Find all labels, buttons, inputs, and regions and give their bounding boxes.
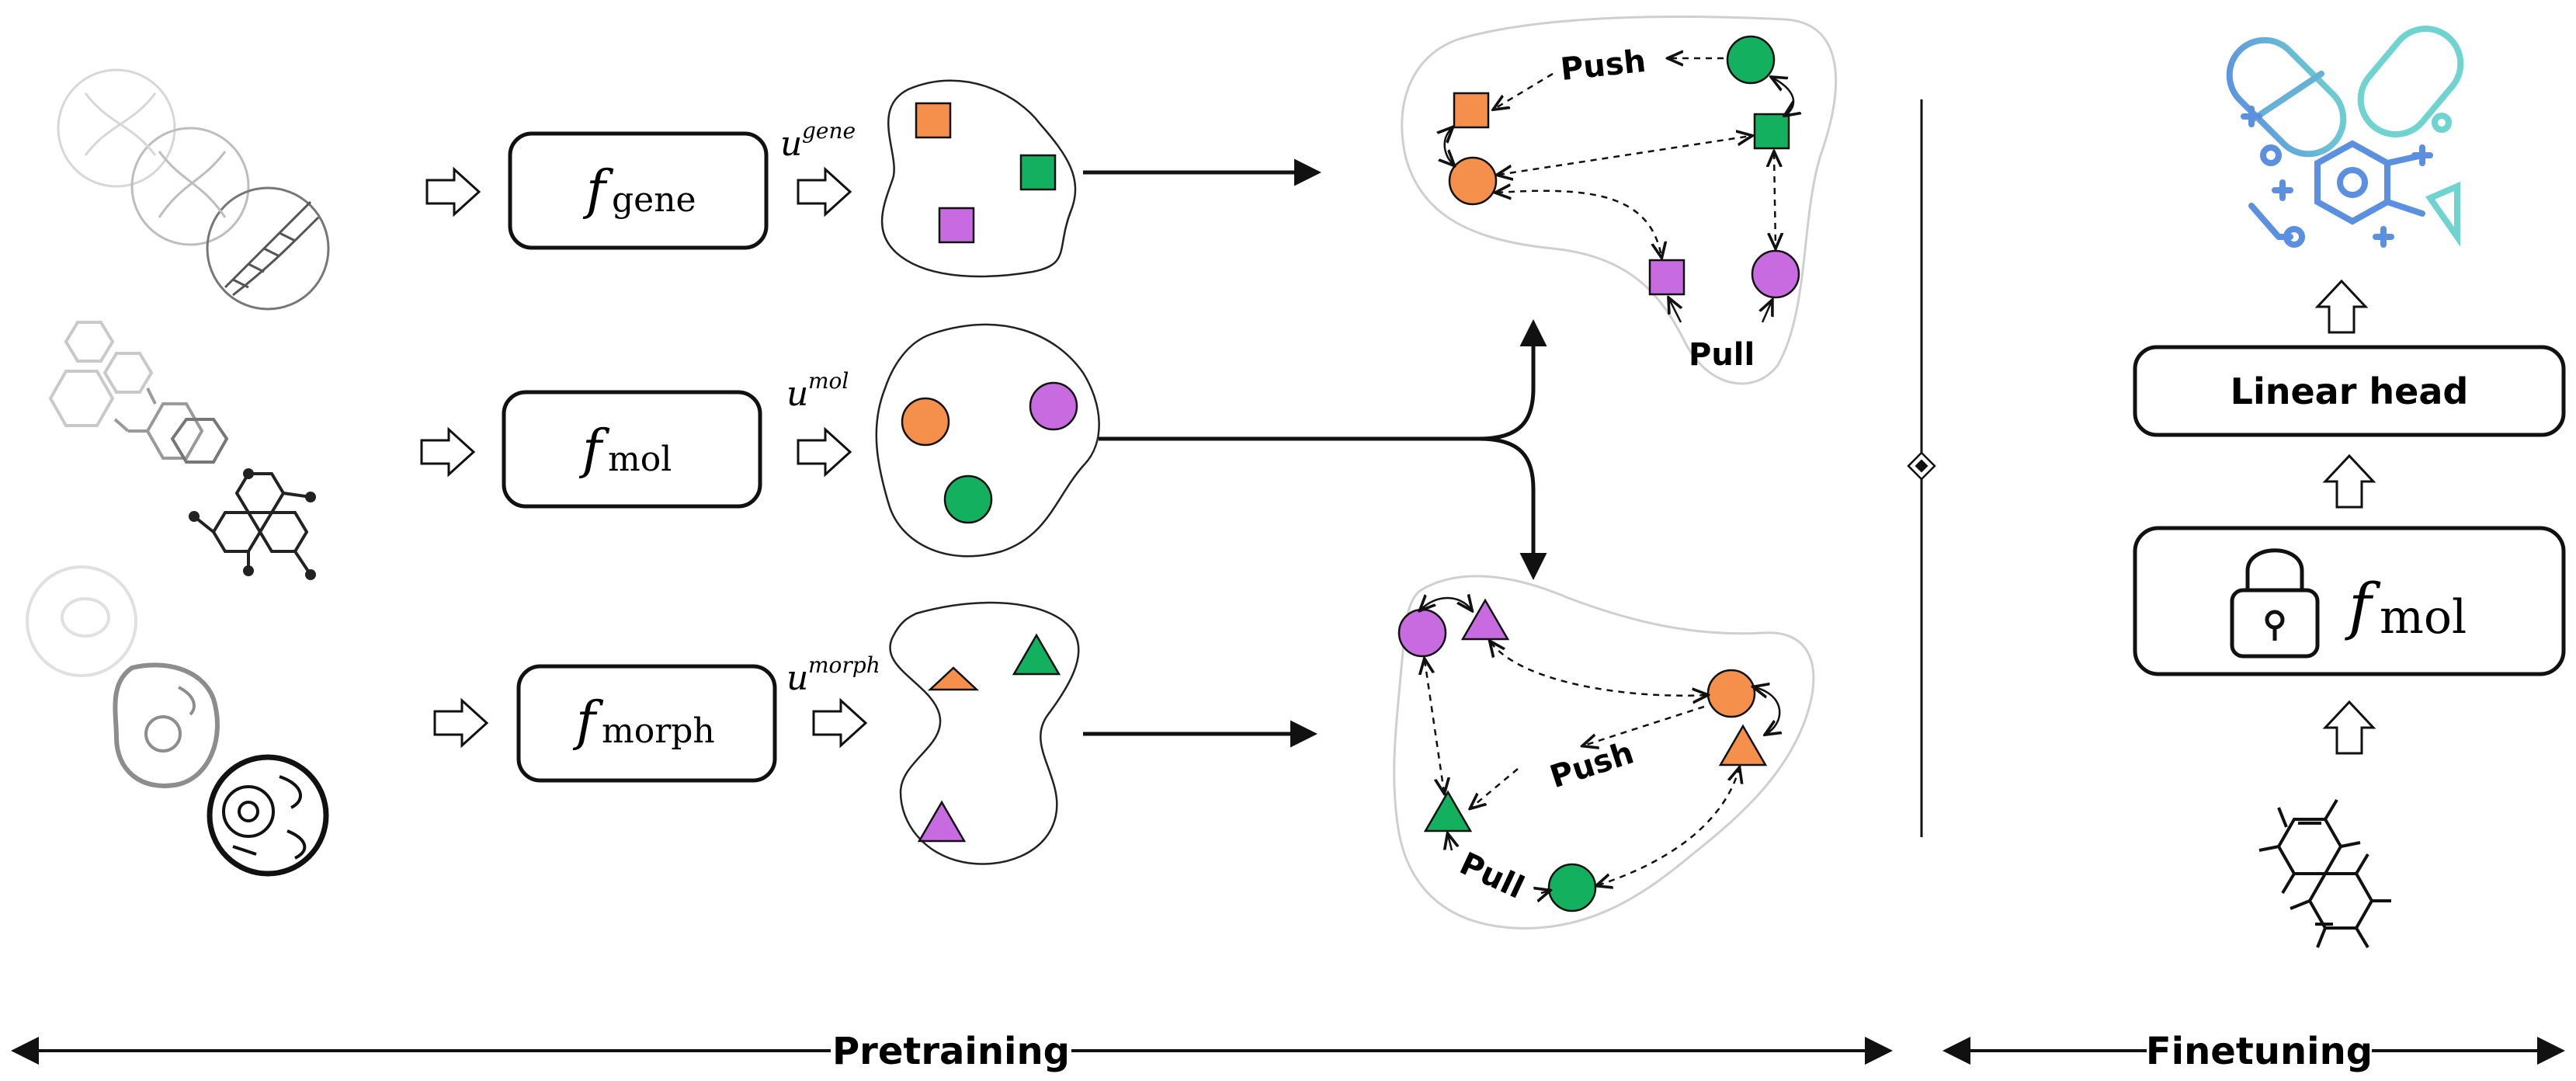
linear-head-box: Linear head (2133, 345, 2566, 437)
up-arrow-middle (2322, 454, 2376, 509)
arrow-mol-split-down (1478, 436, 1547, 580)
input-arrow-morph (433, 697, 489, 749)
pretraining-span: Pretraining (11, 1030, 1893, 1073)
finetune-encoder-subscript: mol (2380, 590, 2467, 645)
embedding-label-gene: u gene (780, 118, 856, 164)
up-arrow-top (2314, 279, 2369, 334)
svg-text:gene: gene (802, 118, 856, 144)
morph-triangle-green (1012, 633, 1061, 676)
svg-text:u: u (786, 374, 808, 414)
encoder-box-mol: f mol (502, 390, 762, 509)
push-label-top: Push (1559, 43, 1647, 88)
input-arrow-mol (420, 426, 476, 478)
encoder-box-gene: f gene (508, 131, 769, 250)
embedding-label-morph: u morph (786, 652, 880, 698)
svg-text:u: u (780, 124, 802, 164)
pull-label-top: Pull (1689, 337, 1755, 373)
arrow-mol-split (1099, 319, 1547, 441)
embedding-label-mol: u mol (786, 368, 849, 414)
pretraining-label: Pretraining (832, 1030, 1070, 1073)
finetuning-label: Finetuning (2146, 1030, 2373, 1073)
lock-icon (2230, 548, 2320, 659)
output-arrow-gene (797, 166, 852, 217)
shared2-triangle-purple (1460, 598, 1510, 641)
shared-space-mol-morph: Push Pull (1393, 575, 1815, 930)
mol-circle-orange (901, 397, 950, 447)
svg-text:mol: mol (808, 368, 849, 394)
embedding-cloud-mol (875, 323, 1100, 558)
drug-capsule-icon (2226, 26, 2464, 248)
encoder-gene-subscript: gene (612, 180, 696, 220)
encoder-box-morph: f morph (516, 664, 777, 783)
gene-square-purple (938, 207, 975, 244)
dna-icon (57, 68, 330, 311)
output-arrow-mol (797, 426, 852, 478)
shared2-circle-purple (1397, 608, 1447, 658)
shared-square-orange (1453, 92, 1490, 129)
morph-triangle-orange (927, 666, 980, 691)
encoder-morph-subscript: morph (602, 711, 715, 751)
up-arrow-bottom (2322, 700, 2376, 755)
morph-triangle-purple (917, 800, 967, 843)
output-arrow-morph (812, 697, 868, 749)
embedding-cloud-gene (880, 79, 1077, 278)
shared-circle-orange (1448, 156, 1498, 206)
svg-text:morph: morph (808, 652, 880, 678)
frozen-encoder-box: f mol (2133, 526, 2566, 676)
shared2-circle-orange (1706, 669, 1756, 718)
shared-circle-green (1726, 35, 1776, 85)
shared-space-gene-mol: Push Pull (1401, 15, 1838, 385)
linear-head-label: Linear head (2231, 370, 2469, 412)
section-divider (1907, 99, 1936, 837)
shared2-circle-green (1547, 863, 1597, 912)
gene-square-green (1019, 154, 1057, 191)
molecule-icon (48, 321, 316, 580)
cell-icon (26, 565, 329, 877)
svg-text:u: u (786, 659, 808, 698)
mol-circle-purple (1029, 381, 1078, 431)
shared-circle-purple (1751, 249, 1800, 299)
input-arrow-gene (425, 166, 481, 217)
shared-square-purple (1648, 259, 1686, 296)
naphthalene-icon (2258, 798, 2391, 949)
embedding-cloud-morph (889, 601, 1080, 865)
encoder-mol-subscript: mol (608, 440, 672, 479)
mol-circle-green (943, 474, 993, 524)
gene-square-orange (915, 102, 952, 139)
shared-square-green (1753, 113, 1790, 150)
finetuning-span: Finetuning (1942, 1030, 2565, 1073)
